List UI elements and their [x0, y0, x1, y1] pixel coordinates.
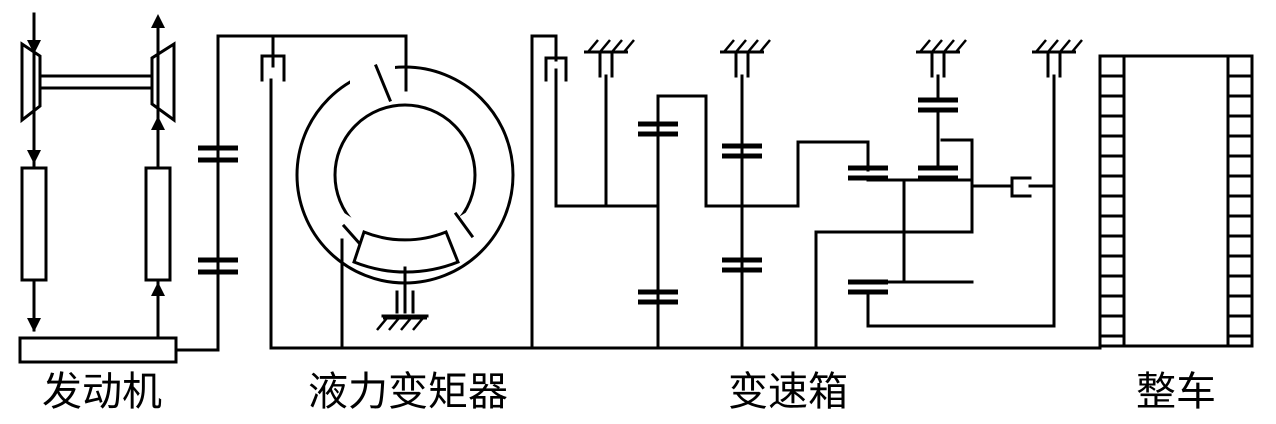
ground-icon — [914, 38, 968, 54]
input-shaft — [174, 34, 408, 352]
vehicle-wheel-right — [1228, 74, 1252, 338]
ground-icon — [1030, 38, 1084, 54]
right-heat-exchanger — [144, 166, 172, 282]
vehicle-group — [1098, 54, 1254, 348]
label-gearbox: 变速箱 — [728, 369, 848, 415]
ground-icon — [582, 38, 636, 54]
turbo-shaft — [38, 74, 154, 90]
turbine-symbol — [150, 41, 176, 123]
arrow-up-icon — [151, 282, 165, 296]
ground-icon — [375, 316, 429, 332]
gearbox-group — [530, 34, 1084, 350]
label-torque-converter: 液力变矩器 — [308, 369, 508, 415]
compressor-symbol — [20, 41, 42, 124]
stator-segment — [352, 230, 460, 274]
engine-group — [18, 12, 178, 364]
ground-icon — [718, 38, 772, 54]
arrow-up-icon — [151, 14, 165, 28]
label-engine: 发动机 — [42, 369, 162, 415]
vehicle-wheel-left — [1100, 74, 1124, 338]
label-vehicle: 整车 — [1136, 369, 1216, 415]
arrow-down-icon — [27, 150, 41, 164]
arrow-up-icon — [151, 116, 165, 130]
engine-base-block — [18, 336, 178, 364]
arrow-down-icon — [27, 40, 41, 54]
torque-converter-group — [260, 34, 1102, 350]
arrow-down-icon — [27, 318, 41, 332]
left-heat-exchanger — [20, 166, 48, 282]
